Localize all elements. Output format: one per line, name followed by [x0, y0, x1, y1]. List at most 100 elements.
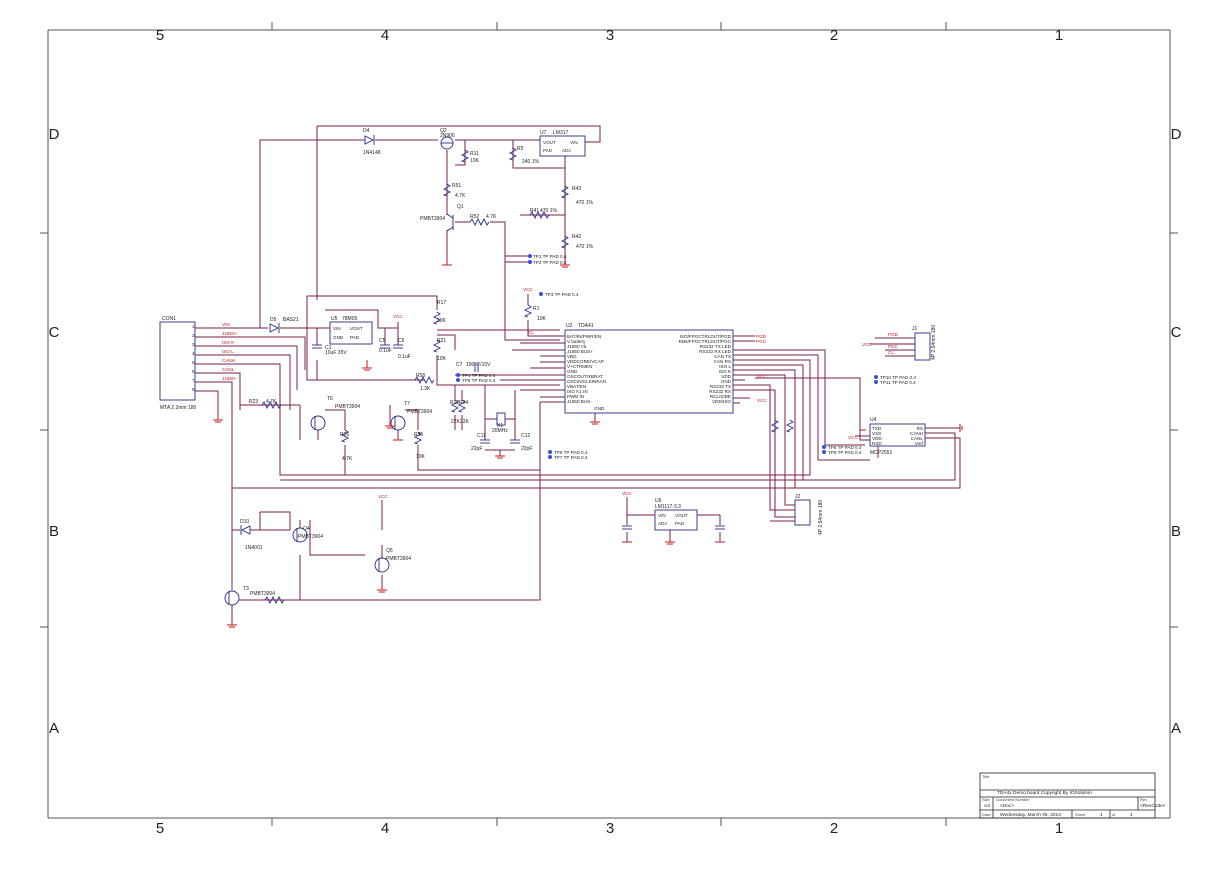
zone-row-label: B: [1171, 523, 1181, 540]
u2-right-pin: RS232 RX LED: [699, 349, 732, 354]
u2-right-pin: VDD/ISO: [712, 399, 731, 404]
zone-col-label: 5: [156, 27, 164, 44]
u2-right-pin: ISO L: [719, 364, 731, 369]
u4-wiring: [240, 427, 961, 489]
net-vcc: VCC: [378, 494, 388, 499]
tp3-label: TP3 TP PAD 0.4: [545, 292, 579, 297]
date-value: Wednesday, March 05, 2014: [1000, 812, 1061, 818]
con1-pin: 2: [192, 333, 195, 338]
test-point-tp6: [548, 450, 552, 454]
zone-row-label: A: [1171, 720, 1181, 737]
diode-d4: [364, 135, 375, 145]
test-point-tp9: [822, 450, 826, 454]
net-canh: CANH: [222, 358, 235, 363]
u4-left-pin: RXD: [872, 441, 882, 446]
u2-left-pin: VBAT/EN: [567, 384, 586, 389]
resistor-r58: [414, 375, 435, 385]
c12-value: 22pF: [521, 446, 532, 452]
d4-ref: D4: [363, 128, 370, 134]
q5-value: PMBT3904: [386, 556, 411, 562]
u2-left-pin: OSCIN/CLKINRAN: [567, 379, 606, 384]
tp6-label: TP6 TP PAD 0.4: [554, 450, 588, 455]
zone-col-label: 4: [381, 820, 389, 837]
net-pgc: PGC: [888, 344, 899, 349]
u4-value: MCP2551: [870, 450, 892, 456]
u6-value: LM1117-3.3: [655, 504, 681, 510]
r51-ref: R51: [452, 183, 461, 189]
t7-ref: T7: [404, 401, 410, 407]
resistor-tx-pullup: [785, 419, 795, 433]
r42-value: 470 1%: [576, 244, 594, 250]
u4-right-pin: CANL: [911, 436, 924, 441]
zone-col-label: 5: [156, 820, 164, 837]
ground-symbol: [213, 415, 223, 423]
net-vcc: VCC: [862, 342, 872, 347]
ground-symbol: [622, 541, 725, 545]
r22-value: 22K: [451, 419, 461, 425]
resistor-rx-pullup: [770, 419, 780, 433]
net-vcc: VCC: [523, 287, 533, 292]
r21-value: 10K: [437, 356, 447, 362]
u2-wiring: [232, 294, 870, 601]
q4-value: PMBT3904: [298, 534, 323, 540]
j2-value: 4P 2.54mm 180: [818, 500, 824, 535]
doc-number-header: Document Number: [996, 797, 1030, 802]
d10-value: 1N4001: [245, 545, 263, 551]
u6-wiring: [626, 497, 721, 542]
r11-ref: R11: [470, 151, 479, 157]
resistor-r23-lower: [264, 595, 285, 605]
c5-value: 0.1uF: [379, 348, 392, 354]
r21-ref: R21: [437, 338, 446, 344]
connector-con1: [159, 321, 196, 401]
resistor-r1: [523, 304, 533, 318]
ic-u2: [564, 329, 734, 414]
r52-value: 4.7K: [486, 214, 497, 220]
resistor-r26: [340, 429, 350, 443]
r1-ref: R1: [533, 306, 540, 312]
ic-u4: [869, 423, 926, 447]
zone-col-label: 2: [830, 820, 838, 837]
tp2-label: TP2 TP PAD 0.4: [533, 260, 567, 265]
zone-col-label: 1: [1055, 27, 1063, 44]
c6-ref: C6: [398, 338, 405, 344]
net-cl: CL: [528, 330, 534, 335]
ground-symbol: [860, 424, 963, 432]
zone-col-label: 4: [381, 27, 389, 44]
u2-left-pin: J1850 BUS+: [567, 349, 593, 354]
header-j1: [914, 332, 931, 361]
tp4-label: TP4 TP PAD 0.4: [462, 373, 496, 378]
u2-left-pin: V battery: [567, 339, 586, 344]
tp11-label: TP11 TP PAD 0.4: [880, 380, 916, 385]
c1-ref: C1: [325, 345, 332, 351]
sheet-value: 1: [1100, 812, 1103, 818]
q2-value: 2N906: [440, 133, 455, 139]
test-point-tp1: [528, 254, 532, 258]
title-block: [979, 772, 1156, 819]
u2-right-pin: ISO K: [719, 369, 732, 374]
drawing-frame: [40, 22, 1178, 826]
r42-ref: R42: [572, 234, 581, 240]
transistor-t7: [390, 415, 406, 431]
u2-left-pin: GND: [567, 369, 578, 374]
u2-right-pin: RB6/FPGCTRLDUT/PGC: [679, 339, 732, 344]
r26-ref: R26: [340, 432, 349, 438]
ground-symbol: [362, 360, 372, 371]
t6-t7-wiring: [260, 404, 540, 475]
r51-value: 4.7K: [455, 193, 466, 199]
size-value: A3: [984, 803, 990, 809]
net-vcc: VCC: [393, 314, 403, 319]
u2-right-pin: VDD: [721, 374, 731, 379]
zone-row-label: C: [49, 324, 60, 341]
u5-pin-vout: VOUT: [350, 326, 363, 331]
u5-pin-gnd: GND: [333, 335, 344, 340]
r23-value: 4.7K: [266, 399, 277, 405]
net-mclr: CL: [888, 350, 894, 355]
r17-value: 10K: [437, 318, 447, 324]
resistor-r43: [560, 185, 570, 199]
capacitor-c7: [474, 362, 479, 372]
ground-symbol: [227, 585, 387, 628]
zone-col-label: 1: [1055, 820, 1063, 837]
ground-symbol: [590, 421, 600, 425]
t6-value: PMBT3904: [335, 404, 360, 410]
